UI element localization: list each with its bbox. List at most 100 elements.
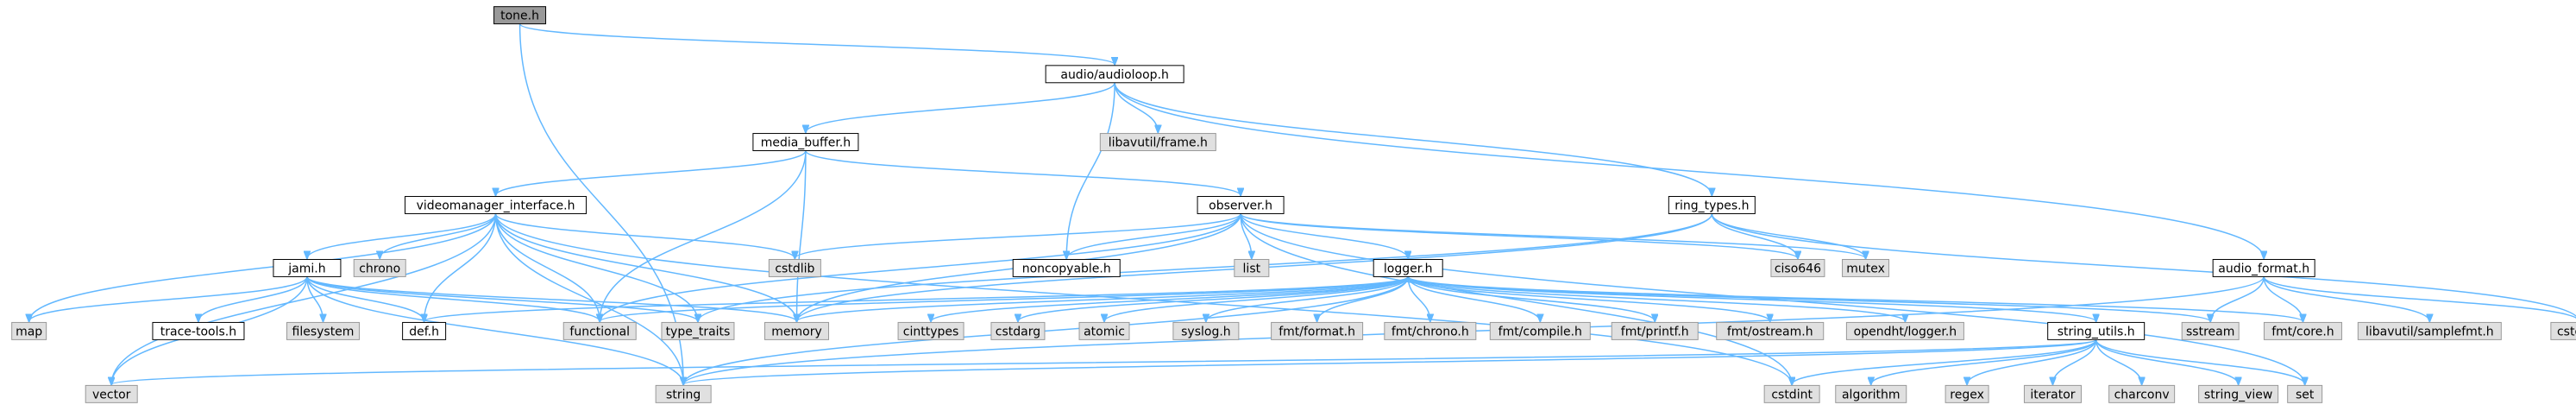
node-atomic: atomic bbox=[1078, 321, 1130, 340]
edge-ring_types_h-to-type_traits bbox=[698, 213, 1713, 321]
node-cinttypes: cinttypes bbox=[897, 321, 964, 340]
node-videomanager-interface-h[interactable]: videomanager_interface.h bbox=[405, 196, 587, 214]
edge-logger_h-to-atomic bbox=[1104, 276, 1409, 321]
node-def-h[interactable]: def.h bbox=[402, 321, 447, 340]
node-chrono: chrono bbox=[353, 258, 406, 277]
node-box bbox=[1271, 321, 1364, 340]
edge-logger_h-to-fmt_ostream_h bbox=[1407, 276, 1770, 321]
node-label: string bbox=[666, 388, 701, 402]
node-trace-tools-h[interactable]: trace-tools.h bbox=[152, 321, 245, 340]
node-box bbox=[2198, 384, 2279, 403]
edge-logger_h-to-fmt_chrono_h bbox=[1407, 276, 1430, 321]
edge-audio_format_h-to-libavutil_samplefmt_h bbox=[2263, 276, 2429, 321]
edge-audioloop_h-to-noncopyable_h bbox=[1066, 82, 1115, 259]
node-label: syslog.h bbox=[1181, 325, 1231, 338]
node-fmt-printf-h: fmt/printf.h bbox=[1611, 321, 1699, 340]
node-string-utils-h[interactable]: string_utils.h bbox=[2047, 321, 2146, 340]
node-box bbox=[655, 384, 712, 403]
node-box bbox=[1763, 384, 1820, 403]
node-label: cstdint bbox=[1771, 388, 1813, 402]
edge-ring_types_h-to-cstddef bbox=[1711, 213, 2576, 321]
edge-audioloop_h-to-media_buffer_h bbox=[806, 82, 1115, 133]
node-filesystem: filesystem bbox=[286, 321, 360, 340]
node-box bbox=[661, 321, 735, 340]
node-label: ciso646 bbox=[1775, 262, 1821, 275]
edge-string_utils_h-to-regex bbox=[1967, 339, 2097, 384]
node-ring-types-h[interactable]: ring_types.h bbox=[1668, 196, 1756, 214]
node-label: filesystem bbox=[292, 325, 355, 338]
node-box bbox=[85, 384, 138, 403]
node-media-buffer-h[interactable]: media_buffer.h bbox=[752, 133, 859, 152]
node-box bbox=[1197, 196, 1285, 214]
node-box bbox=[1835, 384, 1907, 403]
node-label: fmt/ostream.h bbox=[1727, 325, 1813, 338]
node-box bbox=[2047, 321, 2146, 340]
edge-media_buffer_h-to-observer_h bbox=[805, 149, 1241, 196]
edge-observer_h-to-cstdlib bbox=[795, 212, 1241, 258]
node-box bbox=[405, 196, 587, 214]
node-box bbox=[1045, 65, 1184, 84]
node-label: type_traits bbox=[666, 325, 731, 338]
edge-videomanager_interface_h-to-vector bbox=[111, 213, 497, 384]
node-box bbox=[1845, 321, 1964, 340]
edge-audio_format_h-to-cstddef bbox=[2263, 276, 2576, 321]
node-box bbox=[2181, 321, 2240, 340]
edge-string_utils_h-to-set bbox=[2095, 339, 2305, 384]
edge-media_buffer_h-to-memory bbox=[797, 150, 807, 322]
edge-string_utils_h-to-iterator bbox=[2052, 339, 2097, 384]
node-cstdlib: cstdlib bbox=[768, 258, 821, 277]
edge-audioloop_h-to-audio_format_h bbox=[1114, 82, 2264, 259]
node-label: atomic bbox=[1084, 325, 1125, 338]
edge-logger_h-to-string bbox=[683, 276, 1409, 384]
node-box bbox=[1716, 321, 1825, 340]
edge-observer_h-to-mutex bbox=[1240, 212, 1865, 258]
node-fmt-ostream-h: fmt/ostream.h bbox=[1716, 321, 1825, 340]
edge-videomanager_interface_h-to-functional bbox=[494, 213, 600, 321]
node-label: opendht/logger.h bbox=[1854, 325, 1957, 338]
node-box bbox=[1172, 321, 1240, 340]
node-label: string_utils.h bbox=[2058, 325, 2135, 338]
edge-jami_h-to-trace_tools_h bbox=[198, 276, 308, 321]
node-fmt-format-h: fmt/format.h bbox=[1271, 321, 1364, 340]
node-label: ring_types.h bbox=[1674, 199, 1749, 212]
edge-media_buffer_h-to-functional bbox=[600, 150, 807, 322]
node-regex: regex bbox=[1945, 384, 1989, 403]
node-label: audio/audioloop.h bbox=[1060, 68, 1169, 82]
node-box bbox=[897, 321, 964, 340]
edge-logger_h-to-fmt_core_h bbox=[1407, 275, 2303, 321]
edge-string_utils_h-to-string_view bbox=[2095, 339, 2239, 384]
edge-observer_h-to-noncopyable_h bbox=[1066, 213, 1241, 258]
node-logger-h[interactable]: logger.h bbox=[1373, 258, 1443, 277]
node-label: libavutil/samplefmt.h bbox=[2366, 325, 2494, 338]
node-fmt-chrono-h: fmt/chrono.h bbox=[1384, 321, 1477, 340]
node-box bbox=[752, 133, 859, 152]
node-noncopyable-h[interactable]: noncopyable.h bbox=[1012, 258, 1121, 277]
node-memory: memory bbox=[764, 321, 830, 340]
edge-logger_h-to-string_utils_h bbox=[1407, 275, 2095, 321]
node-type-traits: type_traits bbox=[661, 321, 735, 340]
edge-string_utils_h-to-cstdint bbox=[1792, 339, 2097, 384]
edge-videomanager_interface_h-to-type_traits bbox=[494, 213, 698, 321]
node-tone-h[interactable]: tone.h bbox=[493, 6, 547, 25]
node-box bbox=[2287, 384, 2323, 403]
node-box bbox=[1945, 384, 1989, 403]
node-box bbox=[2212, 258, 2315, 277]
node-observer-h[interactable]: observer.h bbox=[1197, 196, 1285, 214]
node-audio-format-h[interactable]: audio_format.h bbox=[2212, 258, 2315, 277]
edge-observer_h-to-logger_h bbox=[1240, 213, 1408, 258]
node-label: observer.h bbox=[1209, 199, 1272, 212]
edge-ring_types_h-to-ciso646 bbox=[1711, 213, 1798, 258]
node-audioloop-h[interactable]: audio/audioloop.h bbox=[1045, 65, 1184, 84]
node-jami-h[interactable]: jami.h bbox=[273, 258, 342, 277]
node-box bbox=[2108, 384, 2176, 403]
node-box bbox=[2357, 321, 2502, 340]
node-label: logger.h bbox=[1384, 262, 1433, 275]
node-map: map bbox=[11, 321, 47, 340]
edge-string_utils_h-to-charconv bbox=[2095, 339, 2142, 384]
edge-videomanager_interface_h-to-memory bbox=[494, 213, 797, 321]
node-box bbox=[493, 6, 547, 25]
edge-jami_h-to-functional bbox=[306, 276, 600, 321]
node-label: fmt/compile.h bbox=[1498, 325, 1582, 338]
node-set: set bbox=[2287, 384, 2323, 403]
node-sstream: sstream bbox=[2181, 321, 2240, 340]
